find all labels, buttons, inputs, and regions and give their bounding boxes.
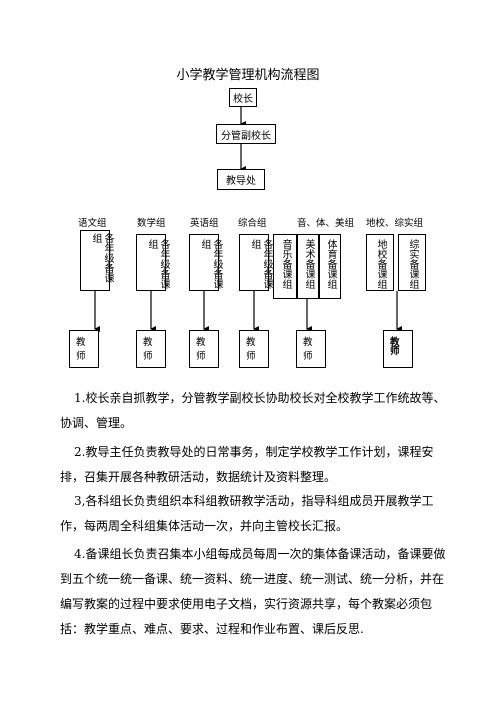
prep-group-label: 各年级备课组: [249, 239, 272, 289]
prep-group-label: 各年级备课组: [199, 239, 222, 289]
group-label-chinese: 语文组: [78, 218, 107, 229]
prep-group-label: 体育备课组: [325, 239, 336, 289]
teacher-box-math: 教 师: [136, 330, 166, 368]
paragraph-3: 3,各科组长负责组织本科组教研教学活动，指导科组成员开展教学工作，每两周全科组集…: [60, 494, 434, 533]
prep-group-box-comprehensive: 各年级备课组: [239, 234, 272, 291]
prep-group-box-pe: 体育备课组: [319, 234, 341, 299]
prep-group-box-art: 美术备课组: [297, 234, 319, 299]
principal-box: 校长: [229, 88, 257, 107]
prep-group-box-english: 各年级备课组: [189, 234, 222, 291]
prep-group-box-music: 音乐备课组: [273, 234, 297, 299]
group-label-math: 数学组: [137, 218, 166, 229]
prep-group-box-practice: 综实备课组: [398, 234, 426, 291]
group-label-english: 英语组: [190, 218, 219, 229]
vice-principal-box: 分管副校长: [216, 124, 276, 144]
prep-group-label: 各年级备课组: [146, 239, 169, 289]
teaching-office-label: 教导处: [226, 176, 256, 187]
teaching-office-box: 教导处: [217, 169, 265, 190]
group-label-local-practice: 地校、综实组: [366, 218, 424, 229]
prep-group-label: 各年级备课组: [90, 233, 113, 283]
paragraph-1: 1.校长亲自抓教学，分管教学副校长协助校长对全校教学工作统故等、协调、管理。: [60, 391, 446, 430]
group-label-music-pe-art: 音、体、美组: [297, 218, 355, 229]
teacher-box-comprehensive: 教 师: [239, 330, 269, 368]
teacher-box-english: 教 师: [189, 330, 219, 368]
paragraph-2: 2.教导主任负责教导处的日常事务，制定学校教学工作计划，课程安排，召集开展各种教…: [60, 445, 434, 484]
group-label-comprehensive: 综合组: [238, 218, 267, 229]
prep-group-label: 综实备课组: [407, 239, 418, 289]
teacher-box-local-practice: 教 师: [383, 330, 413, 368]
prep-group-label: 地校备课组: [375, 239, 386, 289]
vice-principal-label: 分管副校长: [221, 130, 271, 142]
teacher-box-chinese: 教 师: [69, 330, 99, 368]
prep-group-label: 美术备课组: [303, 239, 314, 289]
prep-group-box-chinese: 各年级备课组: [80, 230, 113, 291]
teacher-box-music-pe-art: 教 师: [296, 330, 326, 368]
chart-title: 小学教学管理机构流程图: [176, 68, 320, 83]
prep-group-label: 音乐备课组: [280, 239, 291, 289]
prep-group-box-local-school: 地校备课组: [366, 234, 394, 291]
prep-group-box-math: 各年级备课组: [136, 234, 169, 291]
principal-label: 校长: [233, 94, 253, 105]
paragraph-4: 4.备课组长负责召集本小组每成员每周一次的集体备课活动，备课要做到五个统一统一备…: [60, 547, 446, 636]
